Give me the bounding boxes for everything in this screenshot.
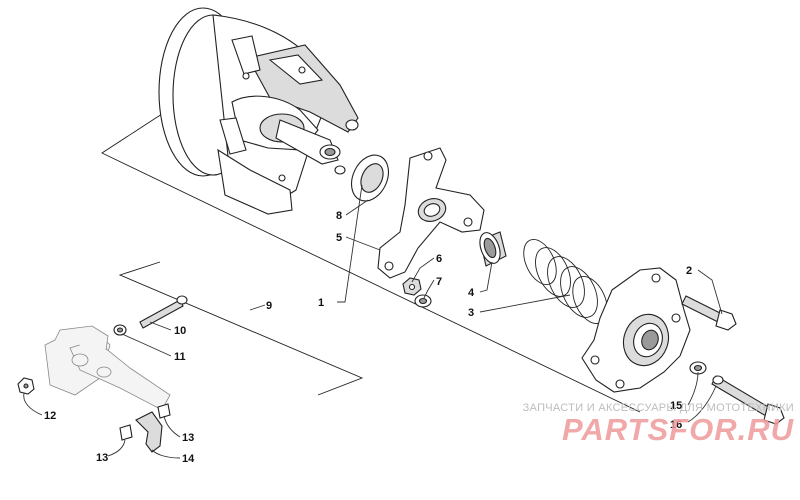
washer-part-7 — [414, 294, 432, 308]
watermark-tagline: ЗАПЧАСТИ И АКСЕССУАРЫ ДЛЯ МОТОТЕХНИКИ — [522, 402, 794, 414]
callout-11: 11 — [174, 351, 186, 363]
callout-5: 5 — [336, 232, 342, 244]
cover-plate — [581, 267, 691, 393]
spider-part-5 — [377, 147, 485, 279]
bolt-part-16 — [711, 375, 785, 425]
callout-9: 9 — [266, 300, 272, 312]
washer-part-11 — [113, 324, 127, 336]
washer-part-8 — [351, 154, 389, 202]
callout-3: 3 — [468, 307, 474, 319]
bushing-part-4 — [479, 231, 507, 267]
assembly-bracket-1 — [101, 111, 641, 413]
pin-part-10 — [139, 295, 188, 329]
callout-13-right: 13 — [182, 432, 194, 444]
leader-lines — [23, 184, 723, 459]
callout-8: 8 — [336, 210, 342, 222]
clip-part-13-left — [119, 424, 133, 441]
arm-assembly — [44, 325, 171, 411]
callout-16: 16 — [670, 419, 682, 431]
callout-7: 7 — [436, 276, 442, 288]
callout-2: 2 — [686, 265, 692, 277]
spring-part-3 — [523, 239, 608, 324]
clip-part-13-right — [157, 403, 171, 419]
callout-15: 15 — [670, 400, 682, 412]
callout-4: 4 — [468, 287, 475, 299]
clutch-assembly — [158, 7, 359, 215]
callout-numbers: 1 2 3 4 5 6 7 8 9 10 11 12 13 13 14 15 1… — [44, 210, 692, 465]
washer-part-15 — [689, 361, 707, 375]
callout-10: 10 — [174, 325, 186, 337]
arm-part-14 — [135, 411, 163, 453]
assembly-bracket-9 — [118, 261, 364, 396]
callout-13-left: 13 — [96, 452, 108, 464]
callout-6: 6 — [436, 253, 442, 265]
watermark-logo: PARTSFOR.RU — [561, 412, 794, 447]
callout-1: 1 — [318, 297, 324, 309]
watermark: ЗАПЧАСТИ И АКСЕССУАРЫ ДЛЯ МОТОТЕХНИКИ PA… — [484, 402, 794, 448]
bolt-part-2 — [681, 295, 737, 331]
callout-14: 14 — [182, 453, 195, 465]
callout-12: 12 — [44, 410, 56, 422]
nut-part-12 — [17, 377, 35, 395]
nut-part-6 — [402, 277, 422, 296]
